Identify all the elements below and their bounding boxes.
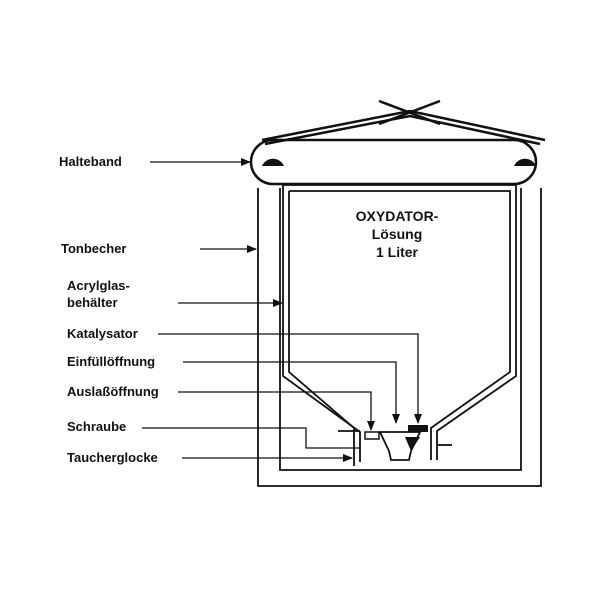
label-schraube: Schraube [67, 419, 126, 434]
label-acrylglas-line1: Acrylglas- [67, 278, 130, 293]
arrow-einfuelloeffnung [183, 361, 400, 424]
label-taucherglocke: Taucherglocke [67, 450, 158, 465]
arrow-katalysator [158, 333, 422, 424]
label-tonbecher: Tonbecher [61, 241, 127, 256]
label-halteband: Halteband [59, 154, 122, 169]
label-acrylglas-line2: behälter [67, 295, 118, 310]
arrow-auslassoeffnung [178, 391, 375, 431]
solution-volume: 1 Liter [376, 244, 419, 260]
catalyst [408, 425, 428, 432]
solution-title: OXYDATOR- [356, 208, 439, 224]
strap [249, 99, 546, 186]
label-auslassoeffnung: Auslaßöffnung [67, 384, 159, 399]
label-einfuelloeffnung: Einfüllöffnung [67, 354, 155, 369]
outlet-screw [364, 431, 380, 440]
solution-name: Lösung [372, 226, 423, 242]
line-schraube [142, 427, 360, 449]
clay-cup [257, 188, 542, 487]
diving-bell-shade [405, 437, 420, 451]
label-katalysator: Katalysator [67, 326, 138, 341]
leader-lines [142, 158, 422, 462]
acrylic-container [282, 184, 517, 466]
